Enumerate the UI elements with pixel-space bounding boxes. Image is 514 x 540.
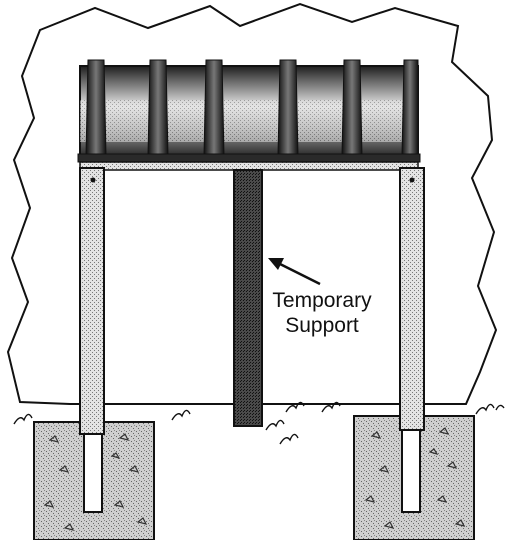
right-post [399, 167, 425, 513]
left-post [79, 167, 105, 513]
concrete-aggregate [43, 427, 466, 531]
header-plate [79, 161, 419, 171]
callout-line-2: Support [285, 314, 359, 337]
callout-line-1: Temporary [272, 289, 372, 312]
temporary-support-post [233, 169, 263, 427]
panel-ribs [85, 59, 419, 157]
callout-arrow [268, 258, 321, 286]
grass-tufts [13, 401, 505, 445]
header-beam [77, 153, 421, 163]
corrugated-panel [79, 59, 419, 157]
